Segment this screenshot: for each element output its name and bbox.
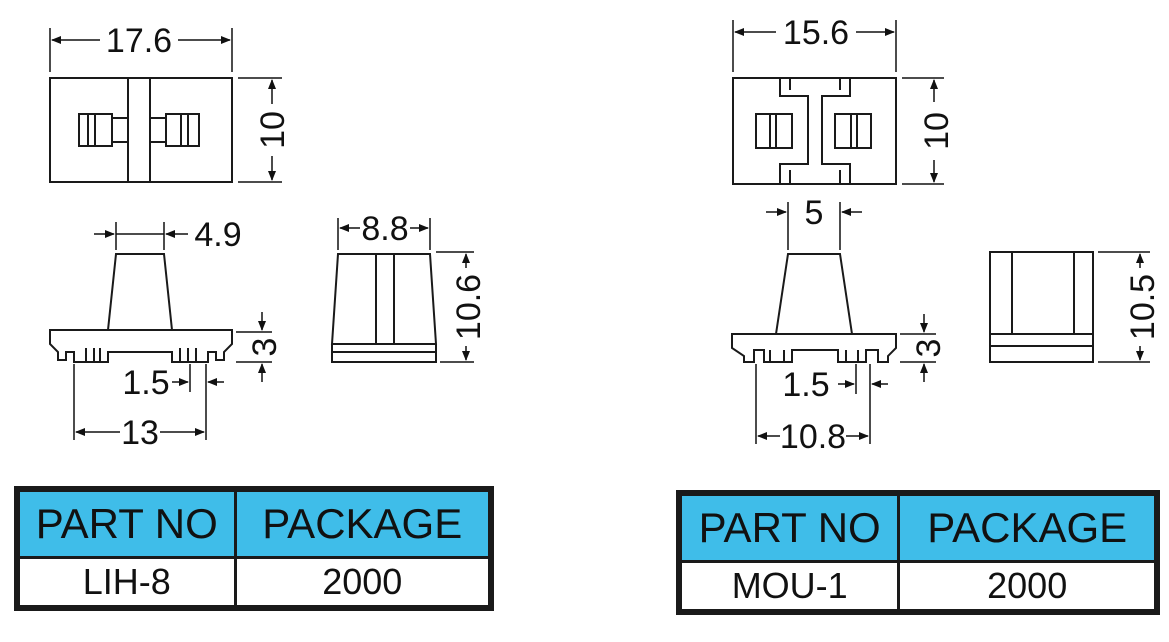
mou1-side-top-width-label: 5 [805, 194, 824, 232]
lih8-end-height-dimension [436, 251, 474, 363]
mou1-foot-height-dimension [900, 314, 936, 382]
lih8-end-height-label: 10.6 [450, 274, 488, 340]
mou1-foot-height-label: 3 [910, 339, 948, 358]
lih8-top-width-label: 17.6 [106, 22, 172, 60]
mou1-top-view [732, 77, 897, 185]
part-no-value: MOU-1 [677, 560, 901, 614]
lih8-top-view [49, 77, 233, 183]
lih8-top-height-label: 10 [254, 111, 292, 149]
mou1-top-height-dimension [902, 77, 944, 185]
lih8-end-view [330, 253, 438, 363]
package-header: PACKAGE [233, 487, 493, 559]
lih8-side-top-width-dimension [94, 222, 188, 250]
mou1-pin-width-label: 1.5 [782, 366, 829, 404]
mou1-side-top-width-dimension [766, 202, 862, 250]
lih8-end-width-dimension [337, 218, 431, 250]
lih8-top-width-dimension [49, 28, 233, 72]
mou1-top-height-label: 10 [918, 112, 956, 150]
package-value: 2000 [897, 560, 1159, 614]
lih8-part-table: PART NO PACKAGE LIH-8 2000 [14, 486, 494, 611]
package-value: 2000 [233, 556, 493, 610]
lih8-pin-width-label: 1.5 [122, 364, 169, 402]
lih8-side-top-width-label: 4.9 [194, 216, 241, 254]
mou1-end-view [989, 251, 1094, 363]
lih8-side-view [49, 253, 233, 363]
mou1-part-table: PART NO PACKAGE MOU-1 2000 [676, 490, 1160, 615]
part-no-header: PART NO [15, 487, 237, 559]
mou1-base-width-label: 10.8 [780, 418, 846, 456]
part-no-value: LIH-8 [15, 556, 237, 610]
lih8-pin-width-dimension [172, 364, 224, 440]
lih8-end-width-label: 8.8 [361, 210, 408, 248]
lih8-base-width-dimension [73, 364, 205, 440]
lih8-base-width-label: 13 [121, 414, 159, 452]
mou1-top-width-dimension [732, 20, 897, 72]
mou1-top-width-label: 15.6 [783, 14, 849, 52]
lih8-foot-height-dimension [236, 312, 272, 382]
mou1-end-height-label: 10.5 [1124, 274, 1162, 340]
mou1-side-view [731, 253, 897, 363]
package-header: PACKAGE [897, 491, 1159, 563]
mou1-base-width-dimension [755, 364, 869, 444]
part-no-header: PART NO [677, 491, 901, 563]
mou1-end-height-dimension [1098, 251, 1150, 363]
lih8-foot-height-label: 3 [246, 338, 284, 357]
mou1-pin-width-dimension [838, 364, 888, 444]
lih8-top-height-dimension [238, 77, 282, 183]
